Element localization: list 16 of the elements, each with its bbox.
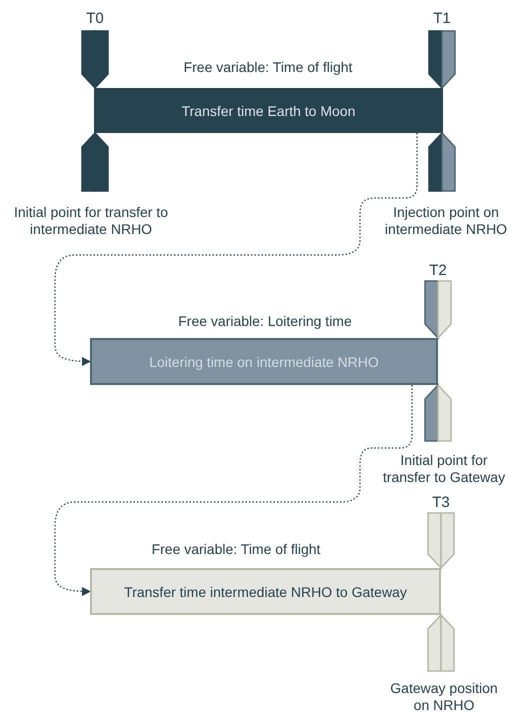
marker-caption: Initial point for transfer to intermediate NRHO <box>12 204 170 238</box>
timeline-bar: Transfer time Earth to Moon <box>94 88 443 133</box>
free-variable-label: Free variable: Time of flight <box>182 59 354 75</box>
marker-caption: Gateway position on NRHO <box>389 680 499 714</box>
marker-caption: Initial point for transfer to Gateway <box>382 452 506 486</box>
marker-label: T2 <box>428 262 448 279</box>
free-variable-label: Free variable: Time of flight <box>150 541 322 557</box>
free-variable-label: Free variable: Loitering time <box>177 313 353 329</box>
marker-label: T1 <box>432 10 452 27</box>
marker-label: T3 <box>431 494 451 511</box>
marker-caption: Injection point on intermediate NRHO <box>384 204 508 238</box>
dotted-arrow <box>54 133 418 366</box>
timeline-bar: Transfer time intermediate NRHO to Gateway <box>90 568 441 615</box>
timeline-bar: Loitering time on intermediate NRHO <box>90 338 438 385</box>
dotted-arrow <box>54 385 413 596</box>
marker-label: T0 <box>85 10 105 27</box>
